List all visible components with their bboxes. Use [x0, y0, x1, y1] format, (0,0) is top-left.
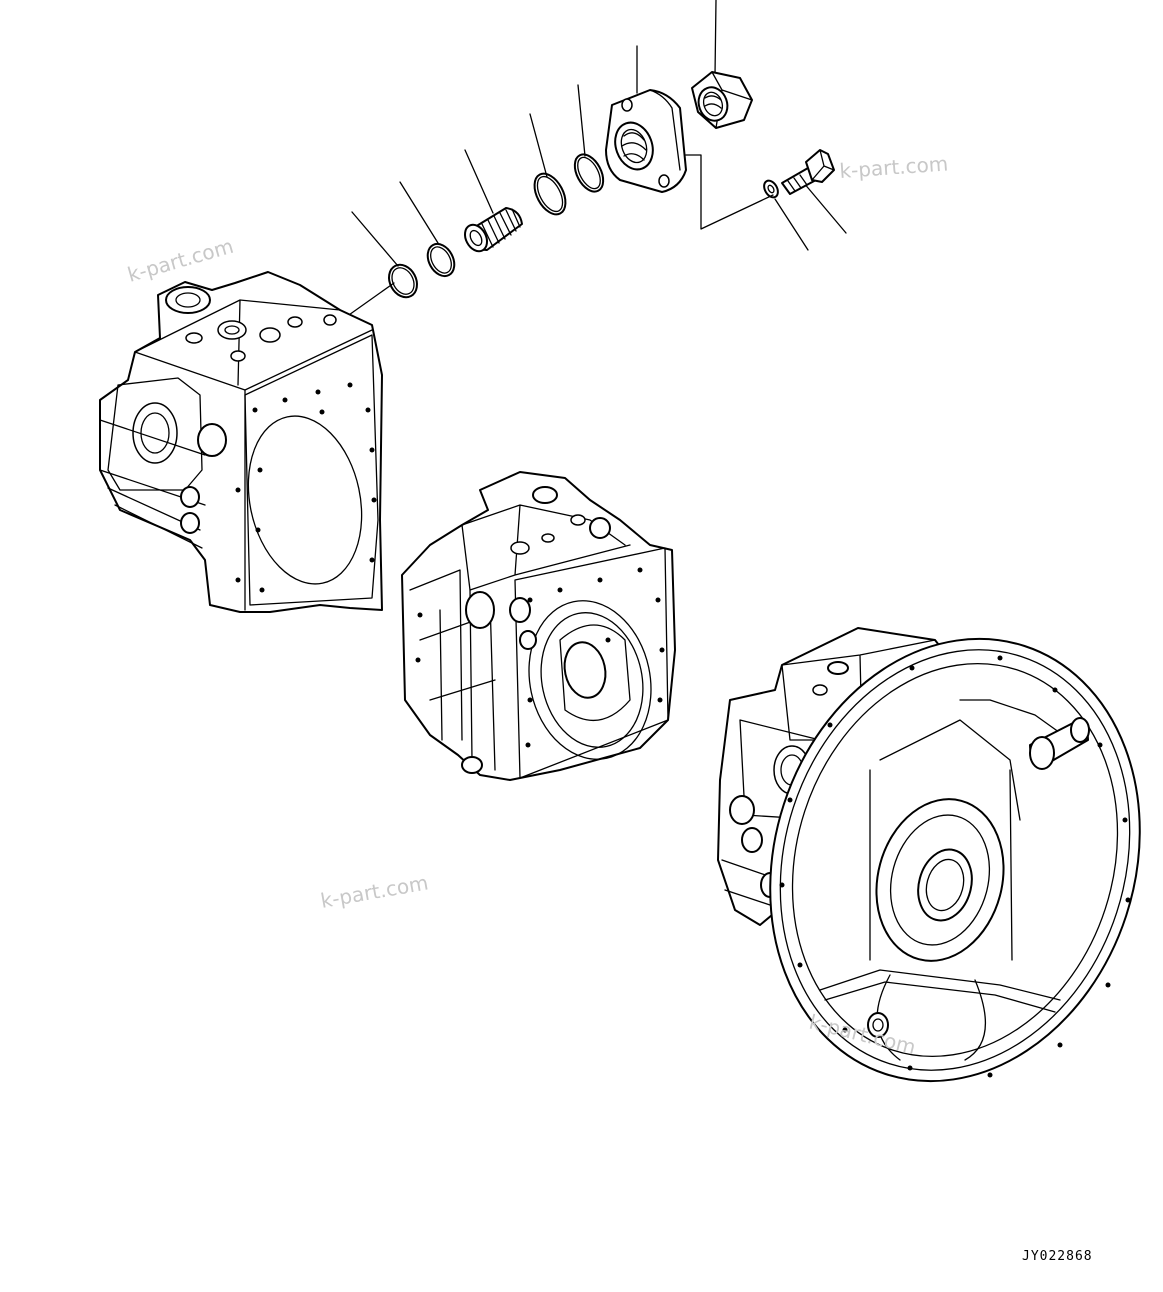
drive-bore: [563, 641, 607, 699]
pump-body-assembly: [401, 471, 676, 781]
o-ring-3: [533, 172, 567, 216]
bolt: [781, 149, 835, 195]
watermark-top-left: k-part.com: [125, 234, 236, 287]
leader-line-o-ring-3: [529, 113, 548, 178]
leader-line-washer: [774, 198, 809, 251]
hub-bore: [917, 848, 973, 922]
dowel-pin-top: [1029, 717, 1090, 770]
drawing-code: JY022868: [1022, 1249, 1093, 1264]
spring: [463, 207, 523, 253]
leader-line-o-ring-1: [351, 211, 399, 267]
flange-plate: [605, 89, 687, 193]
o-ring-2: [426, 242, 456, 278]
hex-nut: [691, 71, 753, 129]
small-parts: [388, 71, 835, 299]
leader-line-o-ring-4: [577, 84, 586, 157]
watermark-middle-left: k-part.com: [319, 870, 430, 913]
bore-opening: [247, 415, 363, 585]
valve-body-assembly: [99, 271, 383, 613]
dowel-pin-bottom: [867, 1012, 889, 1038]
watermark-top-right: k-part.com: [839, 151, 949, 183]
leader-lines: [338, 0, 847, 323]
flywheel-housing-assembly: [717, 627, 1141, 1083]
leader-line-o-ring-2: [399, 181, 439, 244]
o-ring-1: [388, 263, 418, 299]
leader-line-nut: [714, 0, 717, 76]
o-ring-4: [573, 153, 605, 193]
washer: [763, 179, 779, 199]
leader-line-spring: [464, 149, 494, 214]
leader-line-bracket: [685, 154, 774, 230]
